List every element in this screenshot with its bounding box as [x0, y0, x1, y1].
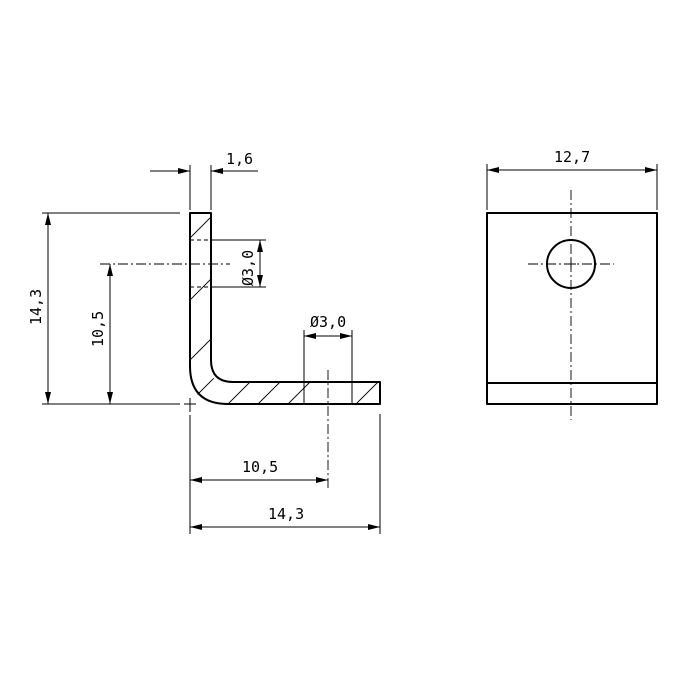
dimension-height-total: 14,3: [27, 212, 180, 405]
dimension-label-height-total: 14,3: [27, 289, 45, 325]
bracket-profile-outline: [189, 212, 381, 405]
dimension-label-hole-offset: 10,5: [242, 458, 278, 476]
section-hatching-horizontal: [227, 382, 379, 404]
dimension-label-length-total: 14,3: [268, 505, 304, 523]
dimension-hole-diameter-horizontal: Ø3,0: [303, 313, 353, 382]
dimension-label-hole-diameter-vertical: Ø3,0: [239, 250, 257, 286]
dimension-label-hole-diameter-horizontal: Ø3,0: [310, 313, 346, 331]
dimension-length-total: 14,3: [189, 414, 381, 534]
dimension-label-hole-height: 10,5: [89, 311, 107, 347]
dimension-hole-diameter-vertical: Ø3,0: [211, 239, 266, 288]
dimension-label-thickness: 1,6: [226, 150, 253, 168]
side-view: [100, 212, 381, 490]
front-view: [486, 190, 658, 420]
dimension-label-width: 12,7: [554, 148, 590, 166]
section-hatching-vertical: [190, 216, 211, 361]
dimension-thickness: 1,6: [150, 150, 258, 210]
dimension-width: 12,7: [486, 148, 658, 210]
front-view-outline: [486, 212, 658, 405]
dimension-hole-offset: 10,5: [189, 415, 328, 488]
dimension-hole-height: 10,5: [89, 264, 113, 404]
section-hatching-bend: [195, 375, 217, 397]
